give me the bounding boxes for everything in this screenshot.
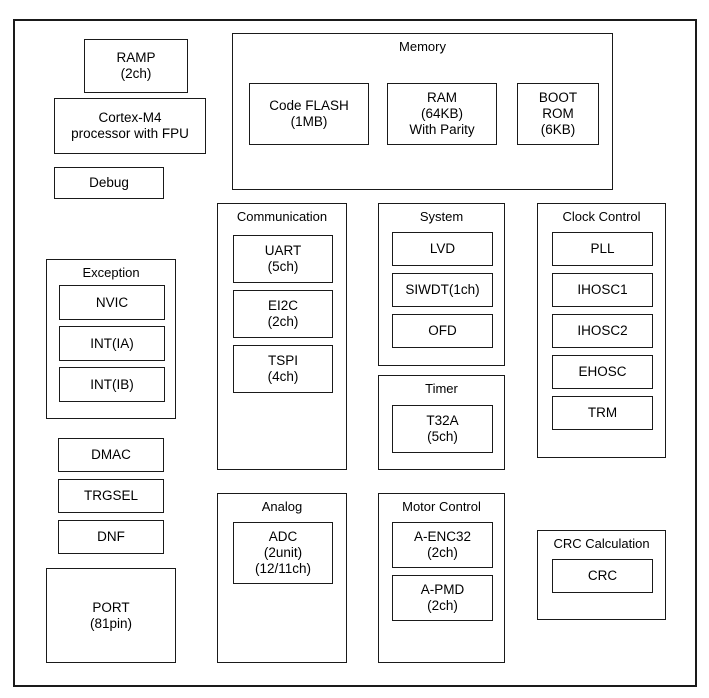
block-siwdt[interactable]: SIWDT(1ch) <box>392 273 493 307</box>
block-trm-name: TRM <box>587 405 618 420</box>
group-system[interactable]: System LVD SIWDT(1ch) OFD <box>378 203 505 366</box>
block-uart-detail: (5ch) <box>267 259 299 274</box>
group-motor-control-title: Motor Control <box>402 499 481 514</box>
block-ihosc1[interactable]: IHOSC1 <box>552 273 653 307</box>
block-debug[interactable]: Debug <box>54 167 164 199</box>
block-a-enc32-detail: (2ch) <box>427 545 458 560</box>
group-communication[interactable]: Communication UART (5ch) EI2C (2ch) TSPI… <box>217 203 347 470</box>
block-boot-rom-detail: ROM <box>542 106 574 121</box>
group-memory[interactable]: Memory Code FLASH (1MB) RAM (64KB) With … <box>232 33 613 190</box>
block-ei2c-name: EI2C <box>267 298 298 313</box>
block-adc[interactable]: ADC (2unit) (12/11ch) <box>233 522 333 584</box>
block-ehosc-name: EHOSC <box>578 364 627 379</box>
block-ehosc[interactable]: EHOSC <box>552 355 653 389</box>
block-ramp-name: RAMP <box>116 50 156 65</box>
block-a-pmd-detail: (2ch) <box>427 598 458 613</box>
block-nvic[interactable]: NVIC <box>59 285 165 320</box>
block-lvd-name: LVD <box>429 241 456 256</box>
block-ei2c[interactable]: EI2C (2ch) <box>233 290 333 338</box>
block-int-ia-name: INT(IA) <box>90 335 134 351</box>
block-cortex-m4-line1: Cortex-M4 <box>98 110 162 125</box>
block-tspi-name: TSPI <box>267 353 298 368</box>
block-a-enc32[interactable]: A-ENC32 (2ch) <box>392 522 493 568</box>
block-lvd[interactable]: LVD <box>392 232 493 266</box>
block-cortex-m4-line2: processor with FPU <box>71 126 189 141</box>
block-ramp[interactable]: RAMP (2ch) <box>84 39 188 93</box>
block-dnf[interactable]: DNF <box>58 520 164 554</box>
block-pll-name: PLL <box>590 241 615 256</box>
block-int-ib[interactable]: INT(IB) <box>59 367 165 402</box>
block-a-pmd-name: A-PMD <box>420 582 465 597</box>
block-ram-name: RAM <box>427 90 457 105</box>
block-dmac[interactable]: DMAC <box>58 438 164 472</box>
group-clock-control[interactable]: Clock Control PLL IHOSC1 IHOSC2 EHOSC TR… <box>537 203 666 458</box>
block-nvic-name: NVIC <box>95 294 129 310</box>
group-crc-calculation[interactable]: CRC Calculation CRC <box>537 530 666 620</box>
group-clock-control-title: Clock Control <box>562 209 641 224</box>
block-ihosc2-name: IHOSC2 <box>577 323 628 338</box>
block-pll[interactable]: PLL <box>552 232 653 266</box>
block-a-enc32-name: A-ENC32 <box>413 529 472 544</box>
block-tspi[interactable]: TSPI (4ch) <box>233 345 333 393</box>
block-siwdt-name: SIWDT(1ch) <box>405 282 480 297</box>
group-system-title: System <box>419 209 464 224</box>
block-cortex-m4[interactable]: Cortex-M4 processor with FPU <box>54 98 206 154</box>
block-int-ia[interactable]: INT(IA) <box>59 326 165 361</box>
block-debug-name: Debug <box>89 175 129 190</box>
group-communication-title: Communication <box>236 209 328 224</box>
block-port-detail: (81pin) <box>89 615 133 631</box>
block-ofd[interactable]: OFD <box>392 314 493 348</box>
block-ei2c-detail: (2ch) <box>267 314 299 329</box>
block-ram[interactable]: RAM (64KB) With Parity <box>387 83 497 145</box>
block-t32a-detail: (5ch) <box>427 429 458 444</box>
block-adc-detail: (2unit) <box>263 545 303 560</box>
block-adc-detail2: (12/11ch) <box>254 561 312 576</box>
block-tspi-detail: (4ch) <box>267 369 299 384</box>
block-dmac-name: DMAC <box>91 447 131 462</box>
block-trgsel[interactable]: TRGSEL <box>58 479 164 513</box>
block-code-flash[interactable]: Code FLASH (1MB) <box>249 83 369 145</box>
group-memory-title: Memory <box>399 39 446 54</box>
group-analog[interactable]: Analog ADC (2unit) (12/11ch) <box>217 493 347 663</box>
block-boot-rom-name: BOOT <box>538 90 578 105</box>
block-t32a-name: T32A <box>426 413 459 428</box>
group-crc-calculation-title: CRC Calculation <box>553 536 650 551</box>
block-ihosc2[interactable]: IHOSC2 <box>552 314 653 348</box>
block-boot-rom[interactable]: BOOT ROM (6KB) <box>517 83 599 145</box>
block-port[interactable]: PORT (81pin) <box>46 568 176 663</box>
block-ram-detail: (64KB) <box>420 106 464 121</box>
block-a-pmd[interactable]: A-PMD (2ch) <box>392 575 493 621</box>
group-exception[interactable]: Exception NVIC INT(IA) INT(IB) <box>46 259 176 419</box>
block-uart[interactable]: UART (5ch) <box>233 235 333 283</box>
block-trm[interactable]: TRM <box>552 396 653 430</box>
block-crc-name: CRC <box>587 568 618 583</box>
block-int-ib-name: INT(IB) <box>90 376 134 392</box>
block-ramp-detail: (2ch) <box>120 66 152 81</box>
block-trgsel-name: TRGSEL <box>83 488 138 503</box>
block-t32a[interactable]: T32A (5ch) <box>392 405 493 453</box>
group-timer-title: Timer <box>425 381 458 396</box>
group-timer[interactable]: Timer T32A (5ch) <box>378 375 505 470</box>
block-crc[interactable]: CRC <box>552 559 653 593</box>
block-boot-rom-detail2: (6KB) <box>540 122 576 137</box>
block-port-name: PORT <box>92 599 130 615</box>
group-exception-title: Exception <box>82 265 140 280</box>
block-uart-name: UART <box>264 243 302 258</box>
block-ofd-name: OFD <box>428 323 457 338</box>
block-dnf-name: DNF <box>97 529 125 544</box>
block-ram-detail2: With Parity <box>409 122 475 137</box>
group-analog-title: Analog <box>261 499 303 514</box>
group-motor-control[interactable]: Motor Control A-ENC32 (2ch) A-PMD (2ch) <box>378 493 505 663</box>
block-ihosc1-name: IHOSC1 <box>577 282 628 297</box>
block-code-flash-detail: (1MB) <box>290 114 328 129</box>
block-code-flash-name: Code FLASH <box>269 98 349 113</box>
block-adc-name: ADC <box>268 529 298 544</box>
